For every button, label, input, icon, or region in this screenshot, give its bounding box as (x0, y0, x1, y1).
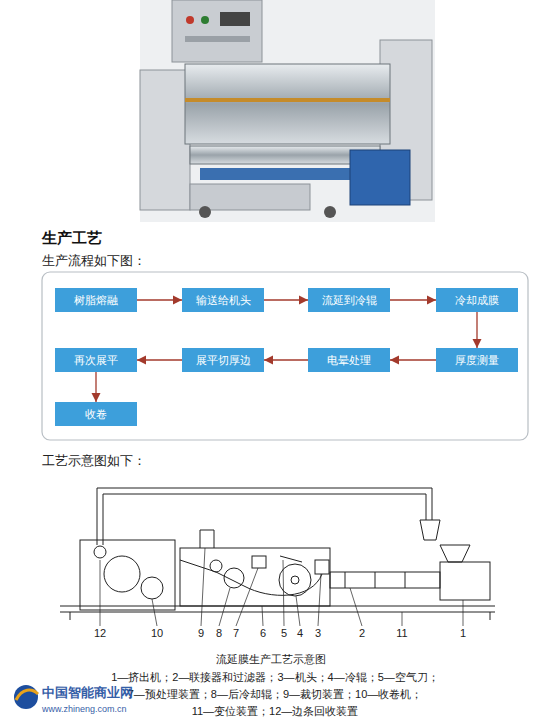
figure-caption: 流延膜生产工艺示意图 (216, 652, 326, 667)
intro-text: 生产流程如下图： (42, 252, 146, 270)
box-text: 展平切厚边 (196, 354, 251, 367)
callout-number: 2 (359, 627, 365, 639)
winder-frame (80, 540, 175, 610)
callout-number: 3 (315, 627, 321, 639)
slitter (200, 530, 214, 548)
process-box: 输送给机头 (182, 288, 264, 312)
wheel (199, 206, 211, 218)
box-text: 再次展平 (74, 354, 118, 367)
callout-number: 9 (198, 627, 204, 639)
flow-arrow (95, 372, 96, 402)
callout-number: 11 (396, 627, 407, 639)
process-box: 电晕处理 (308, 348, 390, 372)
box-text: 流延到冷辊 (322, 294, 377, 307)
callout-number: 6 (260, 627, 266, 639)
winder-roll (104, 556, 140, 592)
flow-arrow (390, 359, 436, 360)
key-text: 11—变位装置；12—边条回收装置 (192, 704, 359, 719)
callout-number: 4 (297, 627, 303, 639)
base-rail (60, 612, 495, 613)
watermark: 中国智能商业网 (42, 684, 133, 702)
barrel-zone (375, 572, 376, 588)
control-panel (172, 0, 262, 62)
process-box: 树脂熔融 (55, 288, 137, 312)
logo-mark (14, 685, 38, 709)
box-text: 树脂熔融 (74, 294, 118, 307)
box-text: 厚度测量 (455, 354, 499, 367)
recycle-pipe (103, 494, 426, 545)
box-text: 电晕处理 (327, 354, 371, 367)
section-heading: 生产工艺 (42, 229, 102, 248)
leader-lines (100, 548, 463, 626)
flow-panel (42, 272, 528, 440)
process-box: 收卷 (55, 402, 137, 426)
gearbox (440, 562, 490, 600)
foot (490, 612, 491, 620)
logo-swoosh (16, 690, 38, 700)
left-cabinet (140, 70, 190, 210)
treater (252, 556, 266, 568)
barrel-zone (405, 572, 406, 588)
flow-arrow (137, 299, 182, 300)
cyclone (420, 520, 440, 540)
process-box: 流延到冷辊 (308, 288, 390, 312)
watermark: www.zhineng.com.cn (42, 704, 127, 714)
box-text: 冷却成膜 (455, 294, 499, 307)
process-box: 展平切厚边 (182, 348, 264, 372)
display (220, 12, 250, 26)
flow-arrow (476, 312, 477, 348)
roll-axle (291, 576, 299, 584)
callout-number: 1 (460, 627, 466, 639)
button (201, 16, 209, 24)
flow-arrow (390, 299, 436, 300)
process-box: 厚度测量 (436, 348, 518, 372)
flow-arrow (137, 359, 182, 360)
die (315, 560, 329, 574)
winder-roll (141, 577, 163, 599)
intro-text: 工艺示意图如下： (42, 452, 146, 470)
photo-bg (140, 0, 435, 222)
machine-photo (140, 0, 435, 222)
wheel (324, 206, 336, 218)
base-rail (60, 606, 495, 607)
flow-arrow (264, 359, 308, 360)
callout-number: 10 (151, 627, 163, 639)
hopper (440, 545, 470, 562)
key-text: 7—预处理装置；8—后冷却辊；9—裁切装置；10—收卷机； (128, 687, 423, 702)
box-text: 输送给机头 (196, 294, 251, 307)
panel-strip (185, 36, 250, 42)
process-box: 再次展平 (55, 348, 137, 372)
process-schematic (60, 488, 495, 626)
callout-number: 7 (233, 627, 239, 639)
motor-box (350, 150, 410, 205)
blue-bar (200, 168, 350, 180)
foot (70, 612, 71, 620)
barrel-zone (345, 572, 346, 588)
edge-recycle (94, 546, 106, 558)
chill-roll (185, 64, 390, 144)
process-box: 冷却成膜 (436, 288, 518, 312)
recycle-pipe (97, 488, 432, 545)
button (186, 16, 194, 24)
callout-number: 12 (94, 627, 106, 639)
flow-arrow (264, 299, 308, 300)
extruder-barrel (330, 572, 440, 588)
key-text: 1—挤出机；2—联接器和过滤器；3—机头；4—冷辊；5—空气刀； (111, 670, 439, 685)
film-path (180, 560, 322, 595)
film (185, 98, 390, 102)
callout-number: 5 (281, 627, 287, 639)
callout-number: 8 (216, 627, 222, 639)
base (190, 184, 310, 210)
box-text: 收卷 (85, 408, 107, 421)
logo-circle (14, 685, 38, 709)
